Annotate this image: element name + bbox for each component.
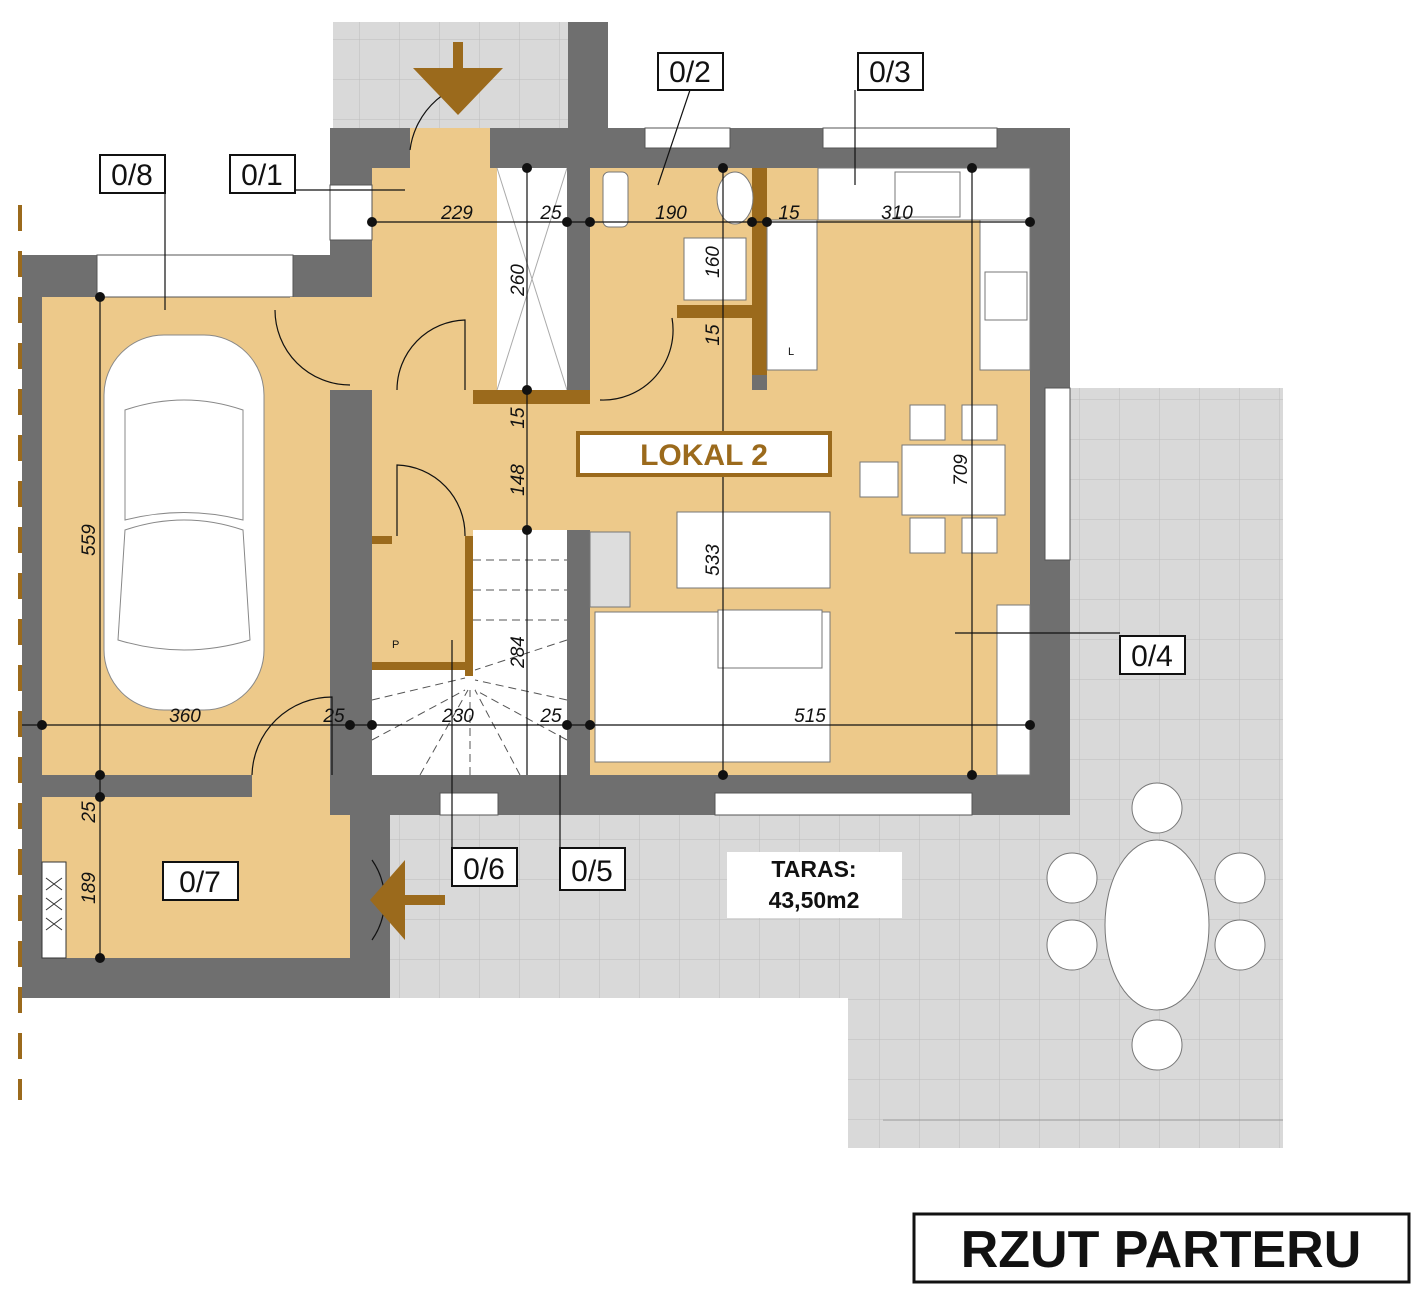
stove-icon (984, 271, 1028, 321)
dim-top-hall: 229 (440, 203, 473, 224)
entry-floor (410, 128, 490, 168)
room-0-1-floor (372, 168, 497, 390)
kitchen-sink-icon (894, 171, 961, 218)
boiler-units (41, 861, 67, 959)
fridge-label: L (788, 346, 794, 358)
dim-stair: 284 (508, 636, 529, 669)
room-label-0-4: 0/4 (1131, 640, 1173, 673)
room-label-0-3: 0/3 (869, 56, 911, 89)
room-label-0-2: 0/2 (669, 56, 711, 89)
title-box (912, 1212, 1411, 1284)
room-label-0-5: 0/5 (571, 855, 613, 888)
entrance-arrow-icon (370, 42, 503, 940)
dim-living: 533 (703, 544, 724, 576)
terrace-area: 43,50m2 (769, 887, 860, 913)
pantry-label: P (392, 639, 399, 651)
dim-closet: 260 (508, 264, 529, 297)
dining-table (901, 444, 1006, 516)
toilet-icon (602, 171, 629, 228)
dim-top-wall: 25 (539, 203, 562, 224)
dimension-dots (37, 163, 1035, 963)
terrace-label-box (727, 852, 902, 918)
dim-hall-partition: 15 (508, 407, 529, 429)
stairs-lines (371, 559, 568, 776)
sofa-2 (676, 511, 831, 589)
dim-top-bath: 190 (655, 203, 687, 224)
dim-garage: 559 (79, 524, 100, 556)
shower-icon (683, 237, 747, 301)
dim-bottom-wall1: 25 (322, 706, 345, 727)
room-labels: 0/8 0/1 0/2 0/3 0/4 0/5 0/6 0/7 (99, 52, 1186, 901)
dim-hall: 148 (508, 464, 529, 496)
dim-bottom-garage: 360 (169, 706, 201, 727)
room-label-0-7: 0/7 (179, 866, 221, 899)
dimension-lines (22, 168, 1030, 958)
dim-storage: 189 (79, 872, 100, 904)
unit-label-box (576, 431, 832, 477)
terrace-table (1104, 839, 1210, 1011)
sink-icon (716, 171, 754, 225)
dim-top-kitchen: 310 (881, 203, 913, 224)
dim-bottom-stair: 230 (441, 706, 474, 727)
terrace-label: TARAS: (771, 856, 856, 882)
garage-door[interactable] (96, 254, 294, 298)
porch-wall (568, 22, 608, 132)
dim-bottom-wall2: 25 (539, 706, 562, 727)
dim-living-total: 709 (951, 454, 972, 486)
car-icon (103, 334, 265, 711)
dim-bath: 160 (703, 246, 724, 278)
dim-garage-wall: 25 (79, 801, 100, 824)
partition-wall (752, 168, 767, 375)
dim-bottom-living: 515 (794, 706, 826, 727)
dim-bath-partition: 15 (703, 324, 724, 346)
leader-lines (164, 89, 1120, 865)
windows (329, 127, 1071, 816)
dim-top-partition: 15 (778, 203, 800, 224)
coffee-table (717, 609, 823, 669)
room-label-0-1: 0/1 (241, 159, 283, 192)
unit-label: LOKAL 2 (640, 439, 768, 472)
plan-title: RZUT PARTERU (961, 1221, 1362, 1279)
room-label-0-8: 0/8 (111, 159, 153, 192)
room-label-0-6: 0/6 (463, 853, 505, 886)
